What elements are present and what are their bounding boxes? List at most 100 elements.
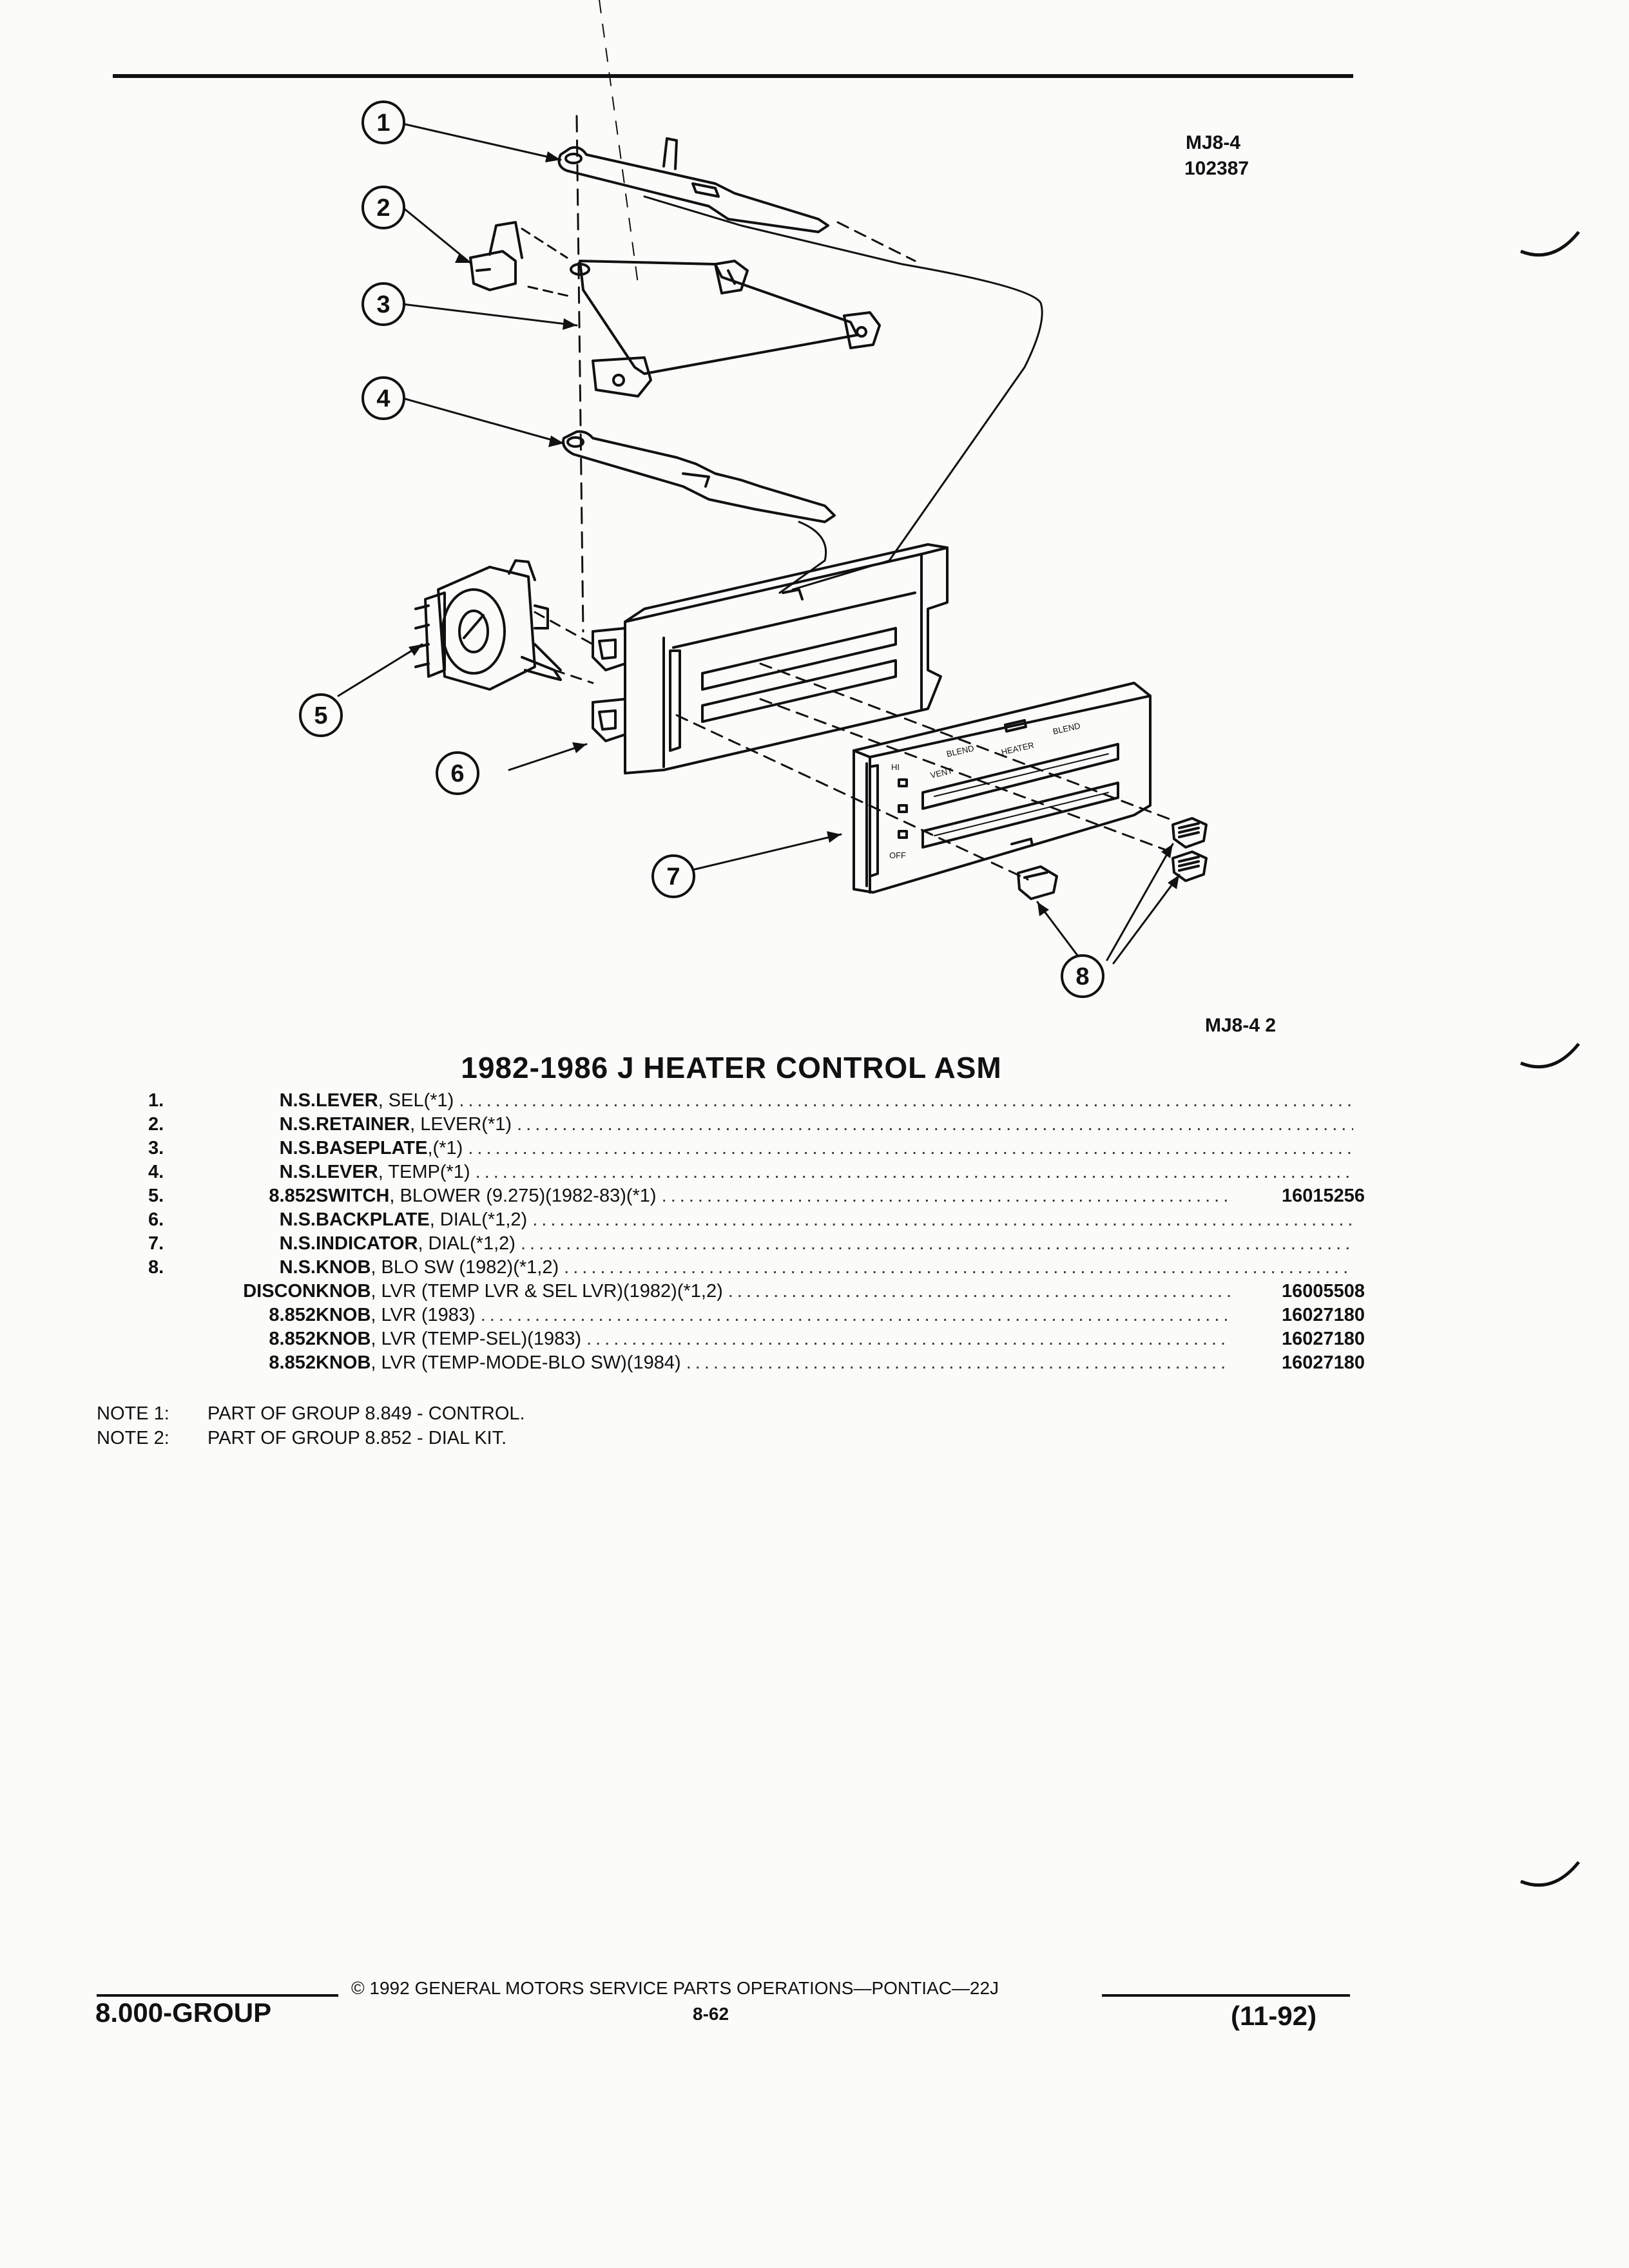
binder-mark-1 [1520, 231, 1580, 257]
callout-7 [651, 854, 695, 898]
top-rule [113, 74, 1353, 78]
panel-label-heater: HEATER [1000, 740, 1035, 757]
callout-6-label: 6 [450, 760, 464, 787]
parts-row: 3.N.S.BASEPLATE,(*1) ...................… [148, 1137, 1373, 1160]
selector-lever-part [557, 137, 829, 233]
footer-date: (11-92) [1231, 2001, 1317, 2031]
part-number: 6. [148, 1209, 164, 1230]
callout-4 [361, 376, 405, 420]
binder-mark-2 [1520, 1043, 1580, 1069]
diagram-ref-number: 102387 [1184, 158, 1249, 179]
part-description: BACKPLATE, DIAL(*1,2) ..................… [316, 1209, 1353, 1230]
callout-4-label: 4 [376, 385, 390, 412]
blower-switch-part [414, 559, 562, 691]
part-number: 7. [148, 1233, 164, 1254]
footer-page: 8-62 [693, 2004, 729, 2024]
part-group: 8.852 [269, 1186, 316, 1206]
part-detail: , BLO SW (1982)(*1,2) [371, 1257, 559, 1278]
part-description: RETAINER, LEVER(*1) ....................… [316, 1114, 1353, 1135]
part-group: N.S. [279, 1209, 316, 1230]
part-name: KNOB [316, 1305, 371, 1325]
parts-row: 6. N.S.BACKPLATE, DIAL(*1,2) ............… [148, 1208, 1373, 1232]
diagram-ref-bottom: MJ8-4 2 [1205, 1015, 1277, 1036]
callout-1 [361, 101, 405, 144]
callout-5 [299, 693, 343, 737]
part-number: 5. [148, 1186, 164, 1206]
note-text: PART OF GROUP 8.852 - DIAL KIT. [207, 1428, 507, 1448]
callout-2 [361, 186, 405, 229]
part-group: N.S. [279, 1162, 316, 1182]
panel-label-blend-right: BLEND [1052, 721, 1081, 736]
part-catalog-number: 16015256 [1231, 1184, 1365, 1208]
part-detail: , DIAL(*1,2) [429, 1209, 528, 1230]
part-group: N.S. [279, 1233, 316, 1254]
part-catalog-number: 16005508 [1231, 1280, 1365, 1303]
part-number: 8. [148, 1257, 164, 1278]
part-catalog-number: 16027180 [1231, 1327, 1365, 1351]
part-detail: , LVR (TEMP-SEL)(1983) [371, 1329, 581, 1349]
callout-3-label: 3 [376, 291, 390, 318]
part-detail: , TEMP(*1) [378, 1162, 470, 1182]
assembly-axis [575, 115, 584, 633]
part-description: KNOB, LVR (1983) .......................… [316, 1305, 1353, 1325]
parts-row: 7. N.S.INDICATOR, DIAL(*1,2) ............… [148, 1232, 1373, 1256]
parts-row: 1.N.S.LEVER, SEL(*1) ...................… [148, 1089, 1373, 1113]
part-description: SWITCH, BLOWER (9.275)(1982-83)(*1) ....… [316, 1186, 1353, 1206]
part-name: LEVER [316, 1090, 378, 1111]
temp-lever-part [562, 430, 836, 523]
exploded-diagram: 1 2 3 4 5 6 7 8 HI OFF VENT BLEND HEATER… [299, 0, 1208, 998]
part-name: INDICATOR [316, 1233, 418, 1254]
part-name: BASEPLATE [316, 1138, 428, 1158]
part-group: 8.852 [269, 1352, 316, 1373]
parts-row: 4. N.S.LEVER, TEMP(*1) ..................… [148, 1160, 1373, 1184]
note-label: NOTE 1: [97, 1403, 169, 1424]
part-name: RETAINER [316, 1114, 410, 1135]
part-description: KNOB, LVR (TEMP-SEL)(1983) .............… [316, 1329, 1353, 1349]
parts-list: 1.N.S.LEVER, SEL(*1) ...................… [148, 1089, 1373, 1375]
part-name: BACKPLATE [316, 1209, 430, 1230]
part-detail: ,(*1) [427, 1138, 463, 1158]
part-group: N.S. [279, 1114, 316, 1135]
part-description: LEVER, TEMP(*1) ........................… [316, 1162, 1353, 1182]
part-number: 2. [148, 1114, 164, 1135]
part-number: 1. [148, 1090, 164, 1111]
panel-label-hi: HI [891, 762, 900, 772]
note-label: NOTE 2: [97, 1428, 169, 1448]
footer-group: 8.000-GROUP [95, 1997, 272, 2028]
panel-label-off: OFF [889, 850, 906, 860]
indicator-dial-part [853, 682, 1152, 894]
part-description: KNOB, BLO SW (1982)(*1,2) ..............… [316, 1257, 1353, 1278]
part-number: 3. [148, 1138, 164, 1158]
callout-8 [1061, 954, 1104, 998]
diagram-ref-code: MJ8-4 [1186, 132, 1241, 153]
part-name: KNOB [316, 1257, 371, 1278]
callout-1-label: 1 [376, 110, 390, 137]
part-group: 8.852 [269, 1329, 316, 1349]
part-group: DISCON [243, 1281, 316, 1302]
retainer-part [469, 221, 523, 291]
part-group: N.S. [279, 1257, 316, 1278]
part-description: KNOB, LVR (TEMP LVR & SEL LVR)(1982)(*1,… [316, 1281, 1353, 1302]
part-number: 4. [148, 1162, 164, 1182]
callout-2-label: 2 [376, 195, 390, 222]
part-group: N.S. [279, 1138, 316, 1158]
part-catalog-number: 16027180 [1231, 1351, 1365, 1375]
part-name: LEVER [316, 1162, 378, 1182]
part-name: KNOB [316, 1352, 371, 1373]
baseplate-part [570, 260, 881, 398]
part-catalog-number: 16027180 [1231, 1303, 1365, 1327]
backplate-part [592, 543, 949, 774]
knob-parts [1017, 817, 1208, 900]
binder-mark-3 [1520, 1861, 1580, 1887]
part-detail: , LVR (1983) [371, 1305, 476, 1325]
part-description: KNOB, LVR (TEMP-MODE-BLO SW)(1984) .....… [316, 1352, 1353, 1373]
part-name: KNOB [316, 1329, 371, 1349]
part-group: 8.852 [269, 1305, 316, 1325]
part-detail: , SEL(*1) [378, 1090, 454, 1111]
parts-row: 8. N.S.KNOB, BLO SW (1982)(*1,2) ........… [148, 1256, 1373, 1280]
part-description: INDICATOR, DIAL(*1,2) ..................… [316, 1233, 1353, 1254]
